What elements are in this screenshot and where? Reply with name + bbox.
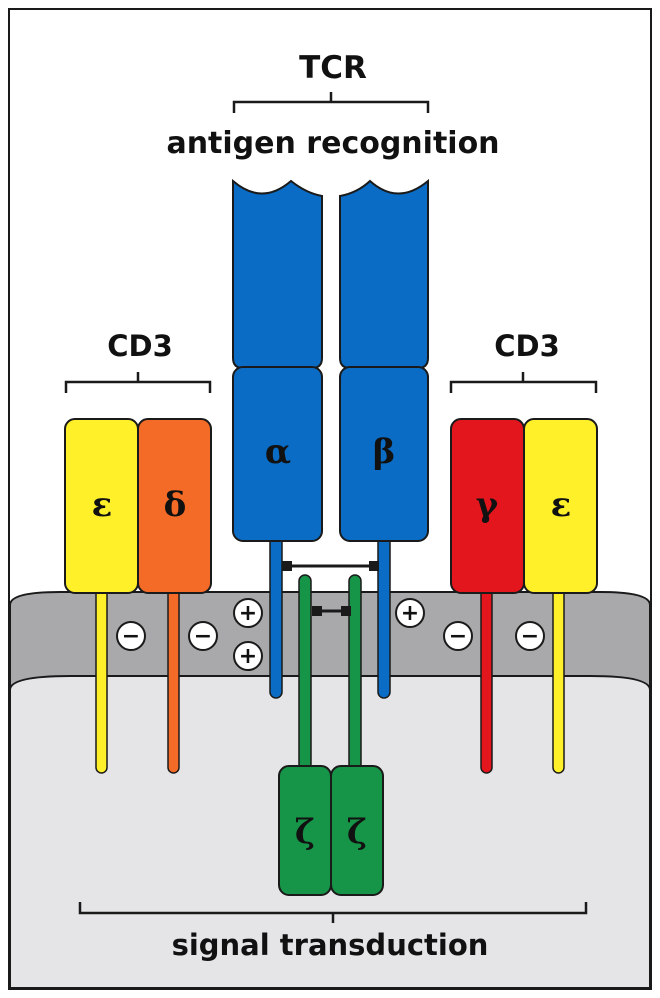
charge-plus-1: + bbox=[233, 598, 263, 628]
plus-circle bbox=[395, 598, 425, 628]
beta-variable-domain bbox=[339, 178, 429, 369]
zeta-left-tail bbox=[298, 574, 312, 771]
plus-circle bbox=[233, 641, 263, 671]
cd3-left-bracket bbox=[64, 372, 212, 393]
cd3-right-bracket bbox=[449, 372, 598, 393]
minus-circle bbox=[515, 621, 545, 651]
zeta-right-label: ζ bbox=[347, 812, 367, 852]
beta-constant-domain bbox=[339, 366, 429, 542]
tcr-bracket bbox=[232, 92, 430, 113]
plus-sign: + bbox=[239, 644, 257, 669]
charge-minus-3: − bbox=[443, 621, 473, 651]
zeta-bond-end-right bbox=[341, 606, 351, 616]
minus-sign: − bbox=[122, 624, 140, 649]
zeta-left-label: ζ bbox=[295, 812, 315, 852]
bond-end-right bbox=[369, 561, 379, 571]
charge-minus-2: − bbox=[188, 621, 218, 651]
alpha-label: α bbox=[265, 432, 291, 472]
zeta-bond-end-left bbox=[312, 606, 322, 616]
alpha-transmembrane-tail bbox=[269, 529, 283, 699]
gamma-tail bbox=[480, 584, 493, 774]
plus-circle bbox=[233, 598, 263, 628]
charge-plus-2: + bbox=[233, 641, 263, 671]
minus-sign: − bbox=[521, 624, 539, 649]
epsilon-left-label: ε bbox=[92, 485, 113, 525]
gamma-label: γ bbox=[476, 485, 499, 525]
cd3-right-label: CD3 bbox=[494, 329, 560, 363]
antigen-recognition-label: antigen recognition bbox=[166, 126, 499, 161]
beta-label: β bbox=[373, 432, 396, 472]
zeta-right-tail bbox=[348, 574, 362, 771]
plus-sign: + bbox=[401, 601, 419, 626]
minus-sign: − bbox=[194, 624, 212, 649]
delta-domain bbox=[137, 418, 212, 594]
plus-sign: + bbox=[239, 601, 257, 626]
tcr-title: TCR bbox=[299, 50, 367, 86]
epsilon-right-label: ε bbox=[551, 485, 572, 525]
signal-transduction-label: signal transduction bbox=[172, 928, 489, 962]
zeta-right-domain bbox=[330, 765, 384, 896]
minus-circle bbox=[443, 621, 473, 651]
beta-transmembrane-tail bbox=[377, 529, 391, 699]
minus-sign: − bbox=[449, 624, 467, 649]
minus-circle bbox=[116, 621, 146, 651]
charge-plus-3: + bbox=[395, 598, 425, 628]
signal-transduction-bracket bbox=[78, 902, 588, 923]
epsilon-right-domain bbox=[523, 418, 598, 594]
delta-label: δ bbox=[164, 485, 187, 525]
delta-tail bbox=[167, 584, 180, 774]
bond-end-left bbox=[282, 561, 292, 571]
charge-minus-4: − bbox=[515, 621, 545, 651]
epsilon-left-tail bbox=[95, 584, 108, 774]
cd3-left-label: CD3 bbox=[107, 329, 173, 363]
charge-minus-1: − bbox=[116, 621, 146, 651]
epsilon-right-tail bbox=[552, 584, 565, 774]
minus-circle bbox=[188, 621, 218, 651]
alpha-constant-domain bbox=[232, 366, 323, 542]
alpha-variable-domain bbox=[232, 178, 323, 369]
